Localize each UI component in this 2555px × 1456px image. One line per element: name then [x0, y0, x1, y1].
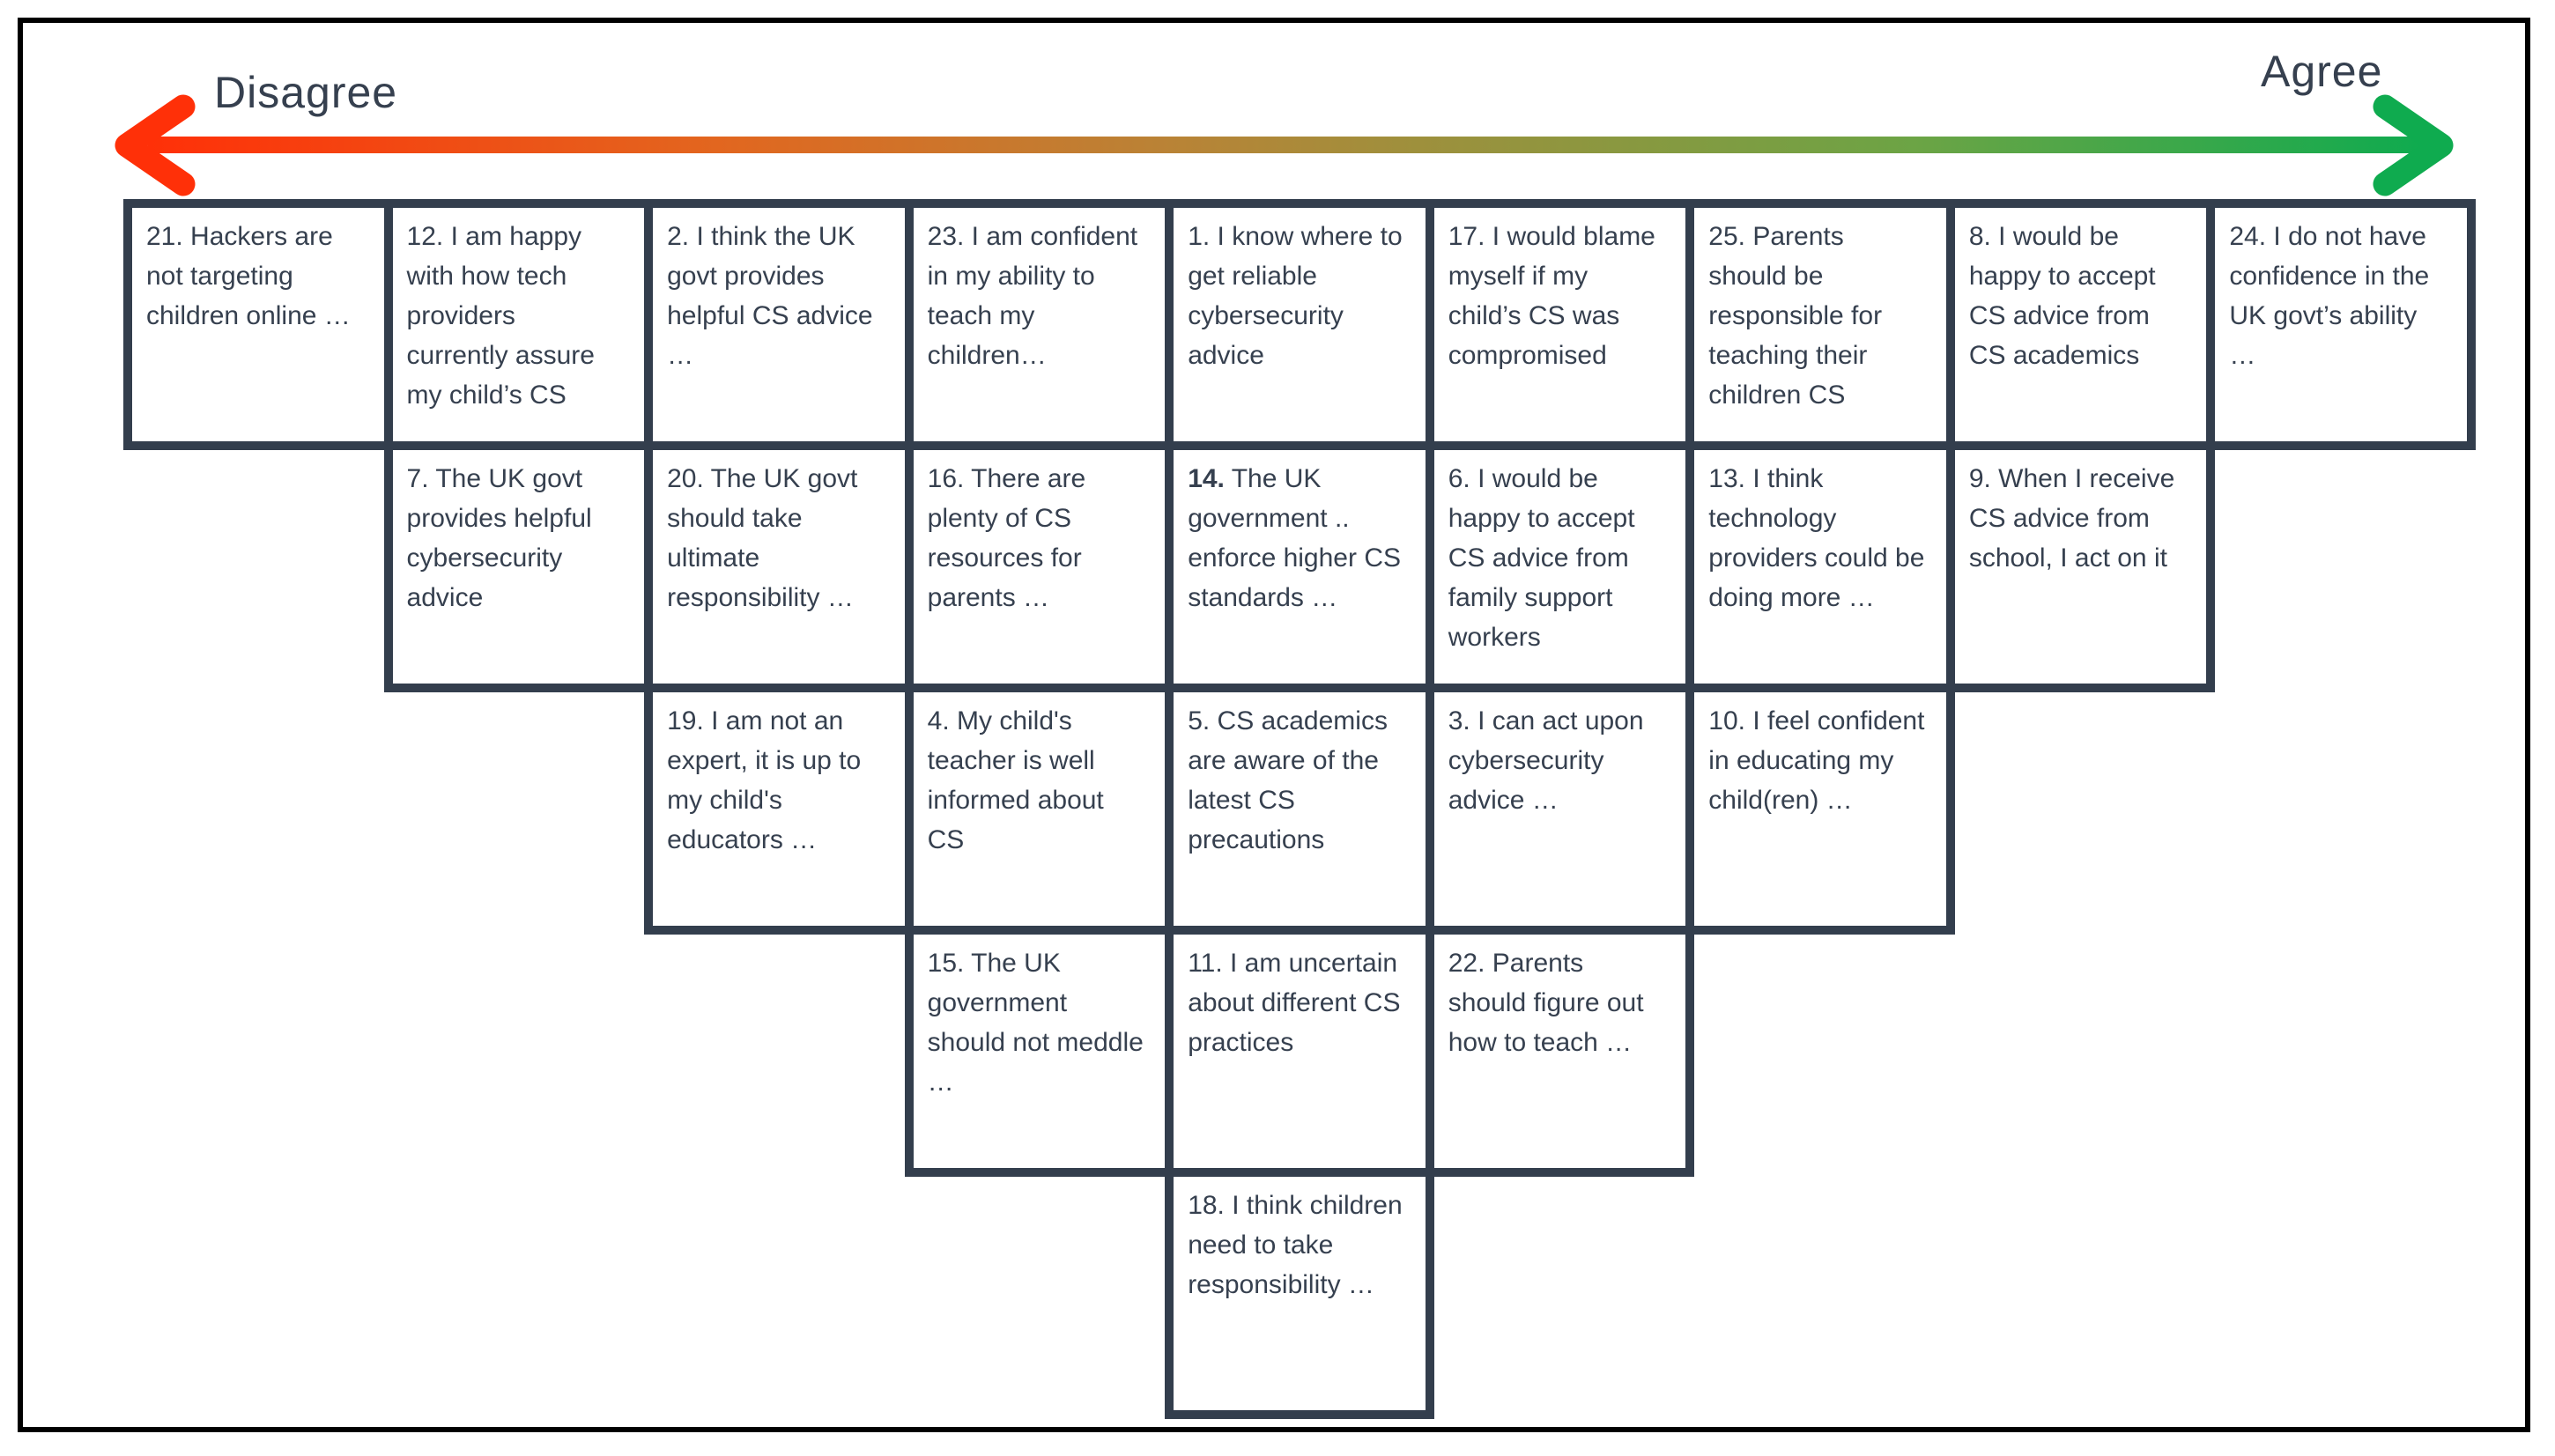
statement-text: 17. I would blame myself if my child’s C…: [1448, 222, 1655, 370]
gradient-shaft: [148, 137, 2421, 153]
left-arrowhead-icon: [115, 94, 196, 196]
empty-cell: [1951, 930, 2211, 1172]
empty-cell: [128, 1172, 389, 1415]
statement-card-15: 15. The UK government should not meddle …: [904, 926, 1174, 1177]
statement-text: 10. I feel confident in educating my chi…: [1708, 706, 1925, 815]
statement-card-22: 22. Parents should figure out how to tea…: [1425, 926, 1695, 1177]
statement-text: 24. I do not have confidence in the UK g…: [2229, 222, 2430, 370]
qsort-row-1: 21. Hackers are not targeting children o…: [123, 199, 2476, 450]
statement-card-16: 16. There are plenty of CS resources for…: [904, 441, 1174, 692]
empty-cell: [2211, 930, 2471, 1172]
statement-text: 13. I think technology providers could b…: [1708, 464, 1925, 612]
statement-text: 19. I am not an expert, it is up to my c…: [667, 706, 862, 854]
empty-cell: [2211, 688, 2471, 930]
statement-text: 21. Hackers are not targeting children o…: [146, 222, 351, 330]
statement-card-14: 14. The UK government .. enforce higher …: [1165, 441, 1434, 692]
statement-number-bold: 14.: [1188, 464, 1225, 493]
empty-cell: [1690, 930, 1951, 1172]
qsort-row-4: 15. The UK government should not meddle …: [128, 926, 2471, 1177]
empty-cell: [2211, 1172, 2471, 1415]
statement-text: 3. I can act upon cybersecurity advice …: [1448, 706, 1644, 815]
statement-text: 6. I would be happy to accept CS advice …: [1448, 464, 1635, 652]
statement-card-10: 10. I feel confident in educating my chi…: [1685, 684, 1955, 935]
statement-card-24: 24. I do not have confidence in the UK g…: [2206, 199, 2476, 450]
empty-cell: [1951, 1172, 2211, 1415]
statement-text: 5. CS academics are aware of the latest …: [1188, 706, 1388, 854]
empty-cell: [2211, 446, 2471, 688]
statement-text: 20. The UK govt should take ultimate res…: [667, 464, 858, 612]
statement-card-20: 20. The UK govt should take ultimate res…: [644, 441, 914, 692]
empty-cell: [128, 446, 389, 688]
statement-rest: The UK government .. enforce higher CS s…: [1188, 464, 1401, 612]
statement-text: 15. The UK government should not meddle …: [927, 949, 1144, 1097]
empty-cell: [1690, 1172, 1951, 1415]
statement-card-7: 7. The UK govt provides helpful cybersec…: [383, 441, 654, 692]
right-arrowhead-icon: [2373, 94, 2454, 196]
statement-text: 7. The UK govt provides helpful cybersec…: [406, 464, 592, 612]
statement-card-23: 23. I am confident in my ability to teac…: [904, 199, 1174, 450]
statement-text: 22. Parents should figure out how to tea…: [1448, 949, 1644, 1057]
statement-card-2: 2. I think the UK govt provides helpful …: [644, 199, 914, 450]
statement-card-17: 17. I would blame myself if my child’s C…: [1425, 199, 1695, 450]
statement-card-5: 5. CS academics are aware of the latest …: [1165, 684, 1434, 935]
statement-card-25: 25. Parents should be responsible for te…: [1685, 199, 1955, 450]
empty-cell: [648, 930, 909, 1172]
qsort-row-3: 19. I am not an expert, it is up to my c…: [128, 684, 2471, 935]
statement-text: 25. Parents should be responsible for te…: [1708, 222, 1883, 410]
statement-text: 14. The UK government .. enforce higher …: [1174, 450, 1426, 675]
statement-card-19: 19. I am not an expert, it is up to my c…: [644, 684, 914, 935]
statement-text: 18. I think children need to take respon…: [1188, 1191, 1403, 1299]
qsort-grid: 21. Hackers are not targeting children o…: [123, 199, 2476, 1419]
statement-text: 2. I think the UK govt provides helpful …: [667, 222, 873, 370]
empty-cell: [909, 1172, 1170, 1415]
statement-card-4: 4. My child's teacher is well informed a…: [904, 684, 1174, 935]
qsort-row-5: 18. I think children need to take respon…: [128, 1168, 2471, 1419]
empty-cell: [1951, 688, 2211, 930]
empty-cell: [389, 688, 649, 930]
statement-text: 23. I am confident in my ability to teac…: [927, 222, 1138, 370]
statement-card-8: 8. I would be happy to accept CS advice …: [1945, 199, 2216, 450]
statement-card-9: 9. When I receive CS advice from school,…: [1945, 441, 2216, 692]
empty-cell: [389, 1172, 649, 1415]
statement-text: 11. I am uncertain about different CS pr…: [1188, 949, 1401, 1057]
statement-card-6: 6. I would be happy to accept CS advice …: [1425, 441, 1695, 692]
statement-text: 16. There are plenty of CS resources for…: [927, 464, 1086, 612]
statement-text: 8. I would be happy to accept CS advice …: [1968, 222, 2156, 370]
statement-card-11: 11. I am uncertain about different CS pr…: [1165, 926, 1434, 1177]
empty-cell: [128, 930, 389, 1172]
empty-cell: [128, 688, 389, 930]
statement-card-18: 18. I think children need to take respon…: [1165, 1168, 1434, 1419]
statement-card-13: 13. I think technology providers could b…: [1685, 441, 1955, 692]
statement-text: 4. My child's teacher is well informed a…: [927, 706, 1104, 854]
empty-cell: [648, 1172, 909, 1415]
empty-cell: [1430, 1172, 1691, 1415]
statement-text: 9. When I receive CS advice from school,…: [1968, 464, 2175, 573]
agree-label: Agree: [2261, 47, 2383, 96]
empty-cell: [389, 930, 649, 1172]
statement-text: 12. I am happy with how tech providers c…: [406, 222, 595, 410]
disagree-label: Disagree: [214, 68, 398, 117]
statement-card-12: 12. I am happy with how tech providers c…: [383, 199, 654, 450]
statement-text: 1. I know where to get reliable cybersec…: [1188, 222, 1403, 370]
statement-card-3: 3. I can act upon cybersecurity advice …: [1425, 684, 1695, 935]
agreement-axis-arrow: [115, 94, 2454, 196]
statement-card-21: 21. Hackers are not targeting children o…: [123, 199, 393, 450]
qsort-row-2: 7. The UK govt provides helpful cybersec…: [128, 441, 2471, 692]
statement-card-1: 1. I know where to get reliable cybersec…: [1165, 199, 1434, 450]
